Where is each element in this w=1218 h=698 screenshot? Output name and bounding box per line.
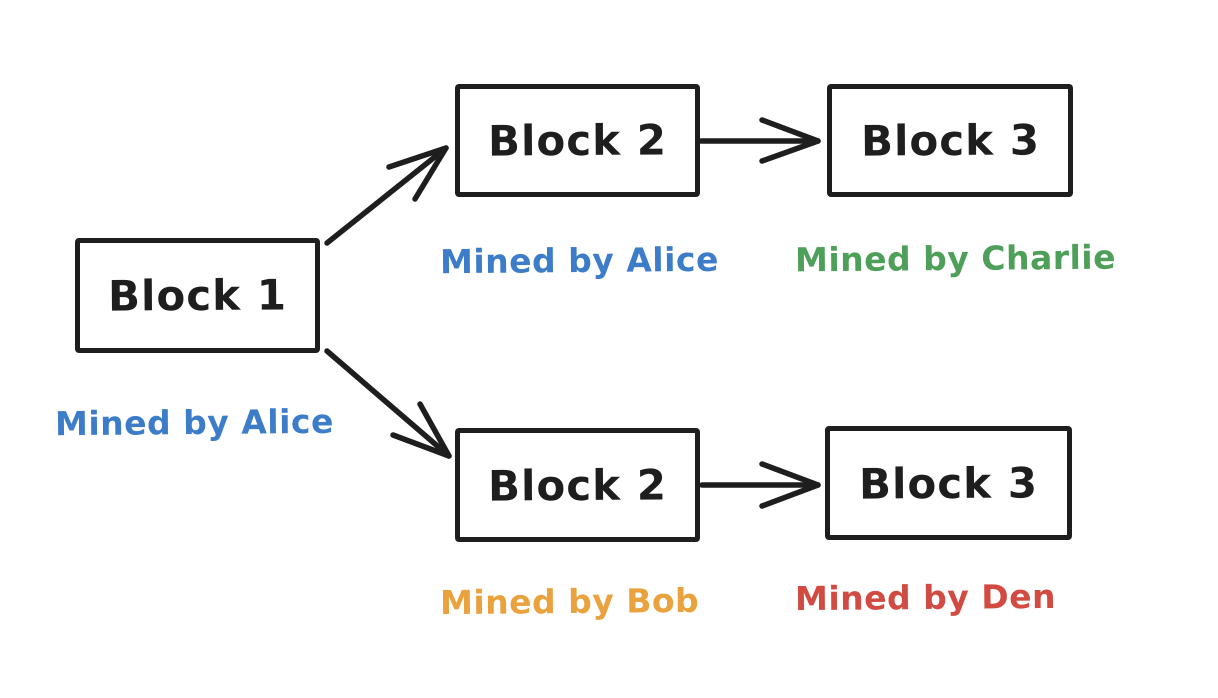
node-label: Block 2 [487, 115, 668, 166]
label-mined-by-charlie: Mined by Charlie [794, 237, 1117, 280]
node-label: Block 2 [487, 459, 668, 511]
arrow-block2-bottom-to-block3-bottom [699, 461, 821, 509]
node-block-2-top: Block 2 [455, 84, 700, 197]
label-mined-by-alice-block1: Mined by Alice [54, 401, 335, 444]
node-label: Block 1 [107, 270, 288, 321]
arrow-block1-to-block2-top [324, 145, 449, 246]
arrow-block1-to-block2-bottom [324, 348, 452, 459]
label-mined-by-den: Mined by Den [794, 576, 1057, 619]
node-block-3-bottom: Block 3 [825, 426, 1072, 540]
node-block-2-bottom: Block 2 [455, 428, 700, 542]
node-label: Block 3 [860, 115, 1040, 166]
node-block-3-top: Block 3 [827, 84, 1073, 197]
node-block-1: Block 1 [75, 238, 320, 353]
label-mined-by-bob: Mined by Bob [439, 580, 700, 623]
label-mined-by-alice-block2-top: Mined by Alice [439, 239, 720, 282]
arrow-block2-top-to-block3-top [698, 117, 821, 164]
node-label: Block 3 [858, 457, 1039, 509]
